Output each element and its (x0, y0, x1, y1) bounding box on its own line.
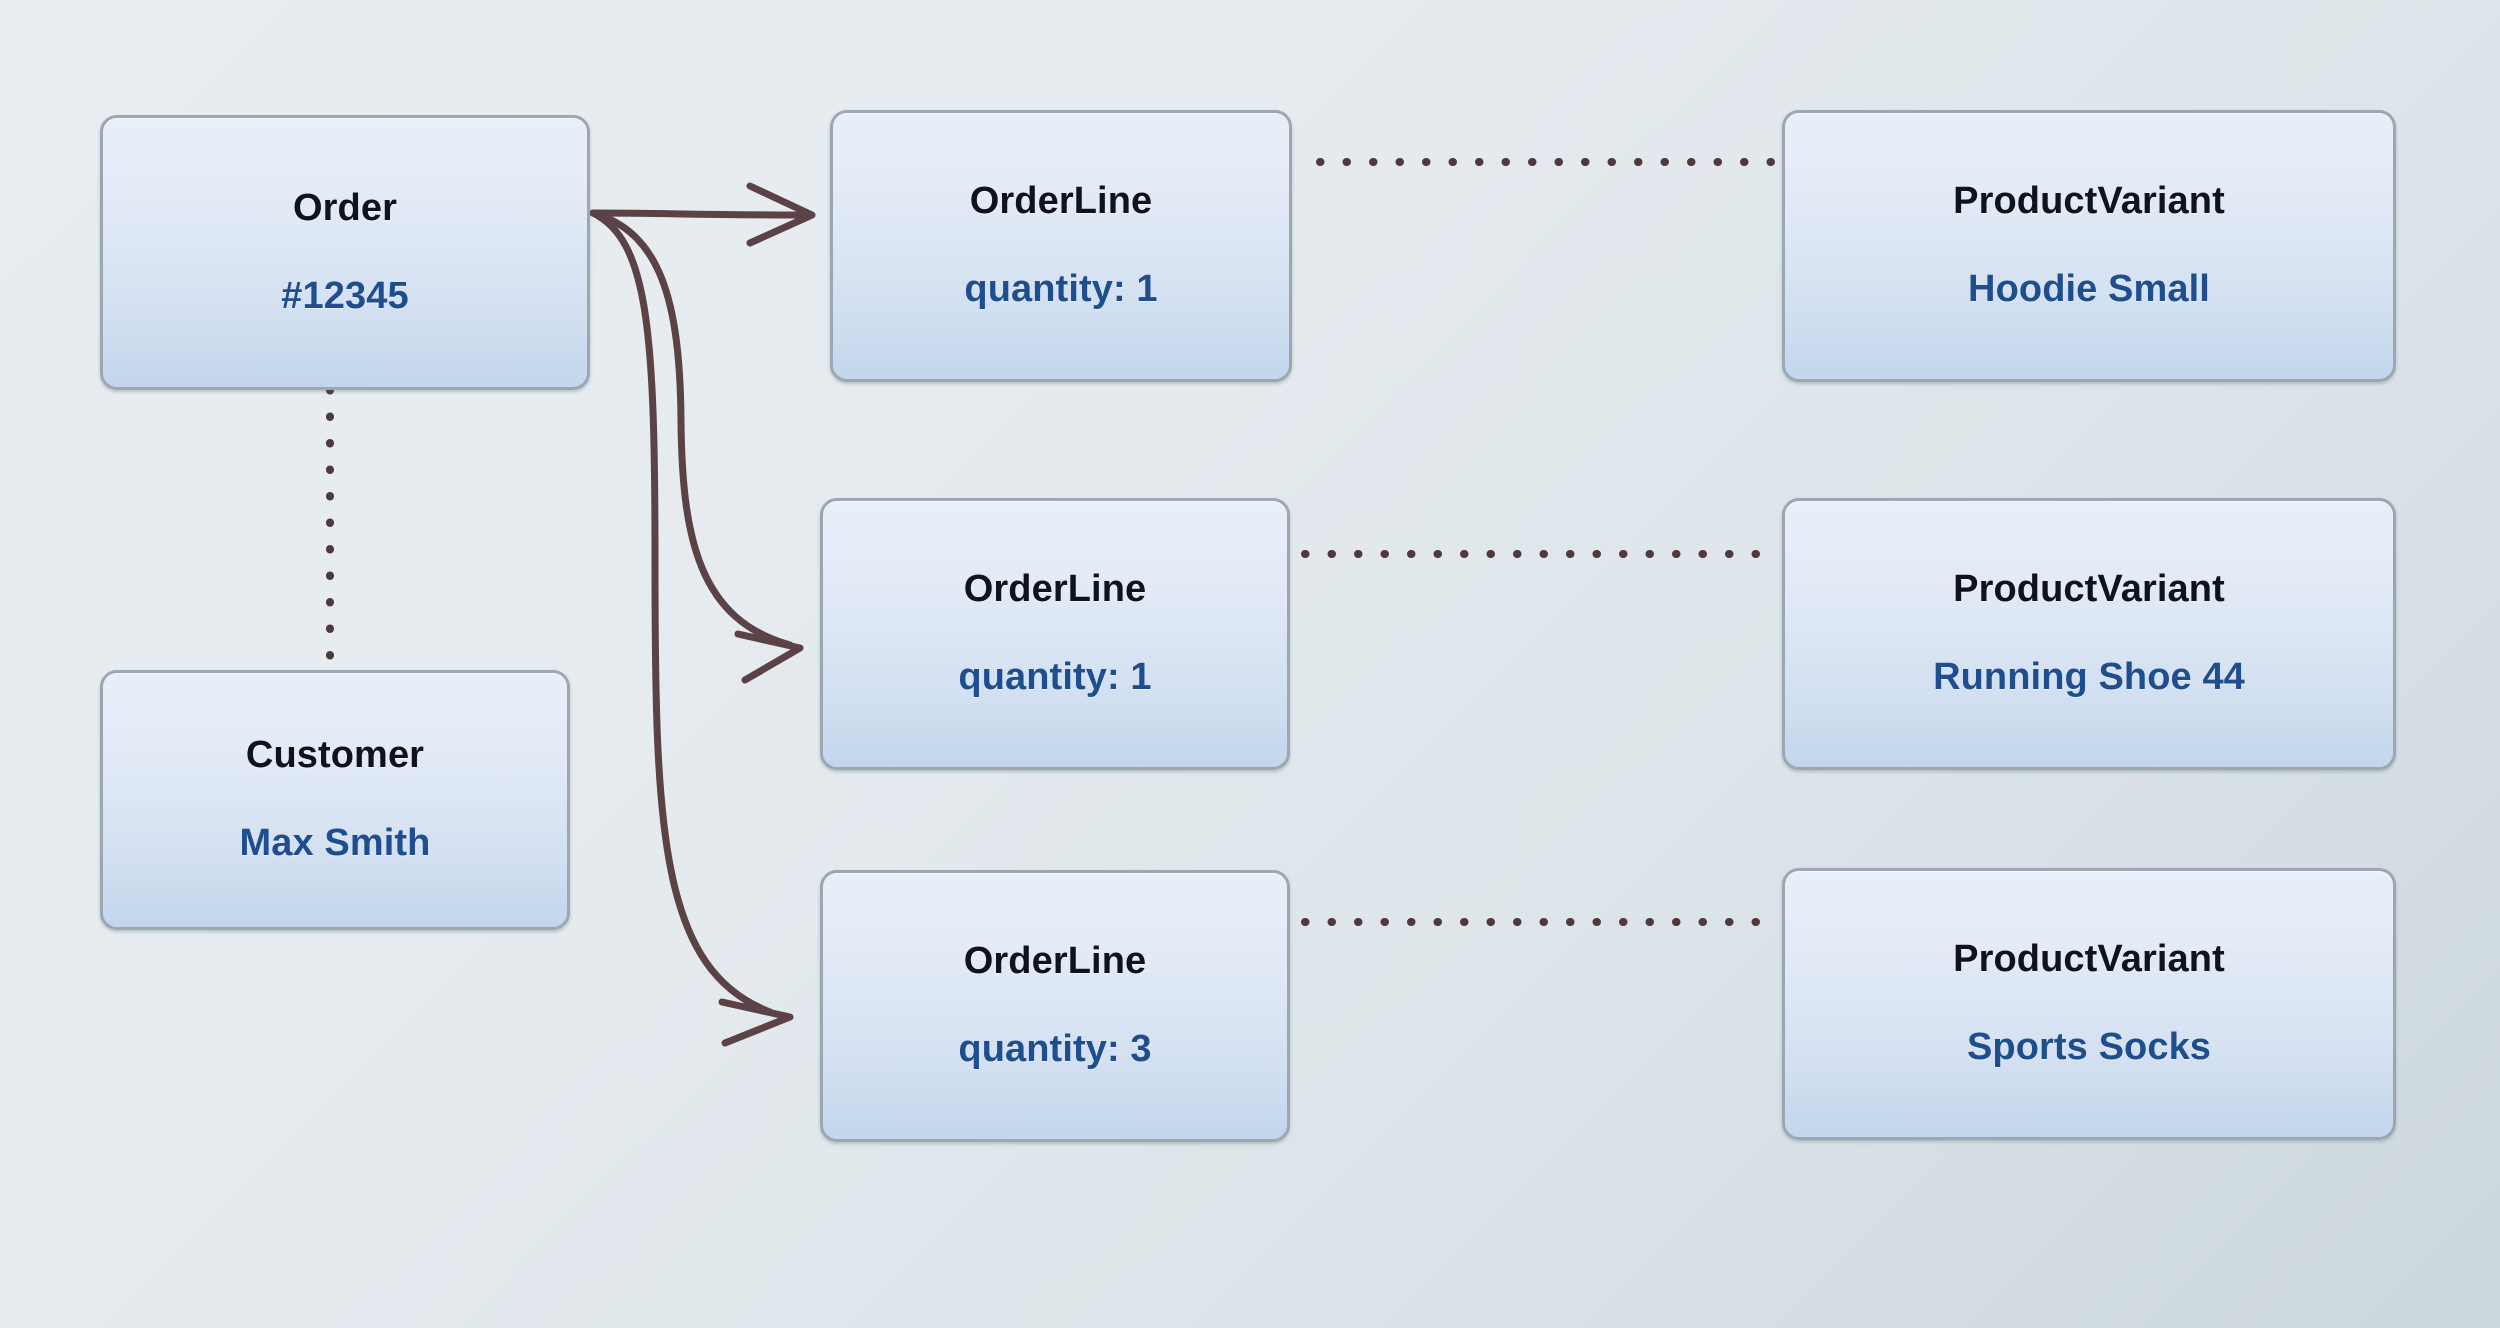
node-productvariant-1[interactable]: ProductVariant Hoodie Small (1782, 110, 2396, 382)
node-orderline-2-subtitle: quantity: 1 (958, 656, 1152, 698)
arrowhead-orderline-1 (746, 182, 816, 247)
node-orderline-3[interactable]: OrderLine quantity: 3 (820, 870, 1290, 1142)
node-orderline-1-title: OrderLine (969, 180, 1153, 223)
node-orderline-2-title: OrderLine (963, 568, 1147, 611)
node-orderline-1[interactable]: OrderLine quantity: 1 (830, 110, 1292, 382)
node-productvariant-2-title: ProductVariant (1953, 568, 2225, 611)
node-productvariant-3-subtitle: Sports Socks (1966, 1026, 2212, 1068)
node-productvariant-2-subtitle: Running Shoe 44 (1933, 656, 2245, 698)
node-order[interactable]: Order #12345 (100, 115, 590, 390)
node-customer-title: Customer (245, 734, 425, 777)
node-orderline-3-title: OrderLine (963, 940, 1147, 983)
node-productvariant-1-title: ProductVariant (1953, 180, 2225, 223)
edge-order-orderline-2 (589, 209, 794, 649)
edge-order-orderline-1 (589, 209, 804, 219)
node-productvariant-2[interactable]: ProductVariant Running Shoe 44 (1782, 498, 2396, 770)
node-orderline-3-subtitle: quantity: 3 (958, 1028, 1152, 1070)
node-productvariant-3-title: ProductVariant (1953, 938, 2225, 981)
node-productvariant-3[interactable]: ProductVariant Sports Socks (1782, 868, 2396, 1140)
node-orderline-2[interactable]: OrderLine quantity: 1 (820, 498, 1290, 770)
node-customer-subtitle: Max Smith (239, 822, 431, 864)
node-order-title: Order (293, 186, 397, 229)
node-productvariant-1-subtitle: Hoodie Small (1968, 268, 2210, 310)
arrowhead-orderline-2 (734, 630, 804, 684)
node-customer[interactable]: Customer Max Smith (100, 670, 570, 930)
node-orderline-1-subtitle: quantity: 1 (964, 268, 1158, 310)
node-order-subtitle: #12345 (281, 274, 409, 317)
arrowhead-orderline-3 (718, 998, 794, 1047)
edge-order-orderline-3 (589, 209, 774, 1016)
